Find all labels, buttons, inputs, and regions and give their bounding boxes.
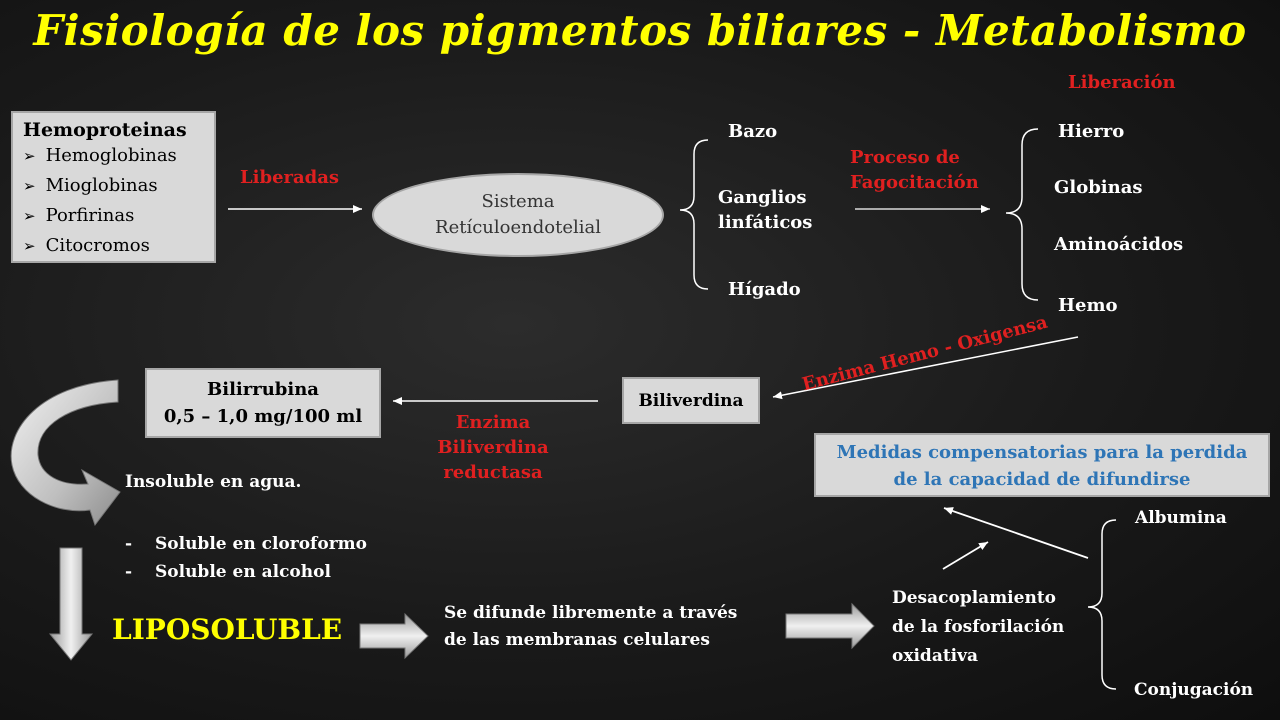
list-item: -Soluble en alcohol [125,562,331,582]
difunde-line1: Se difunde libremente a través [444,603,738,623]
sistema-reticuloendotelial: Sistema Retículoendotelial [372,173,664,257]
medidas-box: Medidas compensatorias para la perdida d… [814,433,1270,497]
organ-higado: Hígado [728,279,801,300]
soluble-list: -Soluble en cloroformo -Soluble en alcoh… [125,530,367,586]
enzima-biliverdina-line3: reductasa [443,462,543,483]
list-item: Porfirinas [23,201,204,231]
insoluble-label: Insoluble en agua. [125,472,302,492]
bilirrubina-range: 0,5 – 1,0 mg/100 ml [163,406,363,427]
liposoluble-label: LIPOSOLUBLE [112,613,343,646]
brace-products [1005,128,1039,301]
arrow-hemo-biliverdina [772,336,1079,400]
liberadas-label: Liberadas [240,167,340,188]
organ-ganglios-line1: Ganglios [718,187,807,208]
enzima-biliverdina-line2: Biliverdina [437,437,549,458]
page-title: Fisiología de los pigmentos biliares - M… [33,6,1247,55]
enzima-biliverdina-label: Enzima Biliverdina reductasa [418,410,568,485]
desacoplamiento-line2: de la fosforilación [892,617,1065,637]
enzima-biliverdina-line1: Enzima [455,412,531,433]
sre-line2: Retículoendotelial [435,217,601,238]
difunde-label: Se difunde libremente a través de las me… [444,600,737,654]
hemoproteinas-list: Hemoglobinas Mioglobinas Porfirinas Cito… [23,141,204,261]
fagocitacion-label: Proceso de Fagocitación [850,145,979,195]
product-globinas: Globinas [1054,177,1143,198]
biliverdina-box: Biliverdina [622,377,760,424]
medidas-line1: Medidas compensatorias para la perdida [836,442,1248,463]
product-hemo: Hemo [1058,295,1118,316]
block-arrow-difunde [785,602,875,650]
down-block-arrow [48,547,94,661]
arrow-to-medidas [943,507,1089,559]
curved-arrow [10,379,121,527]
list-item: Hemoglobinas [23,141,204,171]
list-item: -Soluble en cloroformo [125,534,367,554]
organ-ganglios: Ganglios linfáticos [718,185,812,235]
fagocitacion-line1: Proceso de [850,147,960,168]
difunde-line2: de las membranas celulares [444,630,710,650]
hemoproteinas-heading: Hemoproteinas [23,119,187,141]
product-hierro: Hierro [1058,121,1125,142]
desacoplamiento-line1: Desacoplamiento [892,588,1057,608]
fagocitacion-line2: Fagocitación [850,172,979,193]
brace-organs [679,139,709,290]
block-arrow-liposoluble [359,612,429,660]
bilirrubina-box: Bilirrubina 0,5 – 1,0 mg/100 ml [145,368,381,438]
medidas-line2: de la capacidad de difundirse [893,469,1191,490]
list-item: Citocromos [23,231,204,261]
bilirrubina-title: Bilirrubina [207,379,319,400]
product-aminoacidos: Aminoácidos [1054,234,1184,255]
list-item: Mioglobinas [23,171,204,201]
albumina-label: Albumina [1135,508,1227,528]
desacoplamiento-line3: oxidativa [892,646,979,666]
desacoplamiento-label: Desacoplamiento de la fosforilación oxid… [892,584,1064,671]
conjugacion-label: Conjugación [1134,680,1254,700]
organ-ganglios-line2: linfáticos [718,212,813,233]
arrow-desacoplamiento [942,541,989,570]
brace-albumina [1087,519,1117,690]
sre-line1: Sistema [481,191,555,212]
organ-bazo: Bazo [728,121,778,142]
hemoproteinas-box: Hemoproteinas Hemoglobinas Mioglobinas P… [11,111,216,263]
liberacion-label: Liberación [1068,72,1176,93]
